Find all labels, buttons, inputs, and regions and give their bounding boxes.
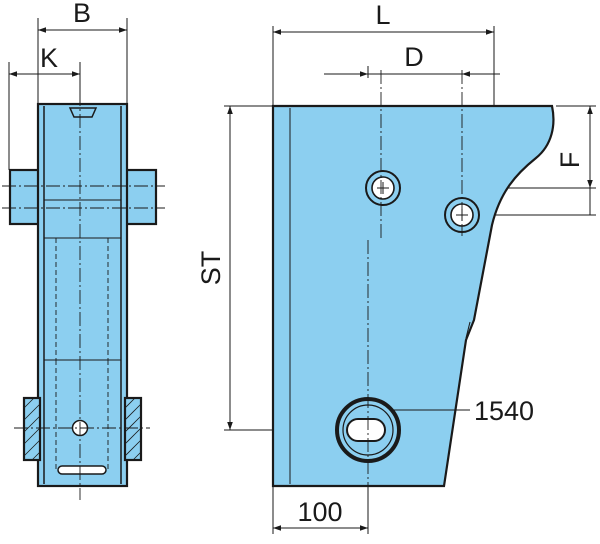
bushing-flange-left [22,396,42,462]
hatching-right [124,397,142,461]
dim-label-d: D [404,42,424,72]
side-view: B K [2,0,165,500]
dim-label-k: K [40,43,58,73]
dim-label-b: B [73,0,91,28]
dim-label-f: F [555,152,585,169]
bushing-flange-right [123,396,143,462]
top-slot [68,107,98,118]
bottom-slot [57,465,107,475]
callout-1540: 1540 [474,396,534,426]
bushing-slot [346,418,386,442]
front-view: L D ST F 1540 100 [196,0,596,534]
dim-label-100: 100 [297,497,342,527]
hatching-left [23,397,41,461]
dim-label-l: L [375,0,390,30]
notch-detail [465,321,471,339]
bracket-body [271,104,555,488]
dim-label-st: ST [196,251,226,286]
